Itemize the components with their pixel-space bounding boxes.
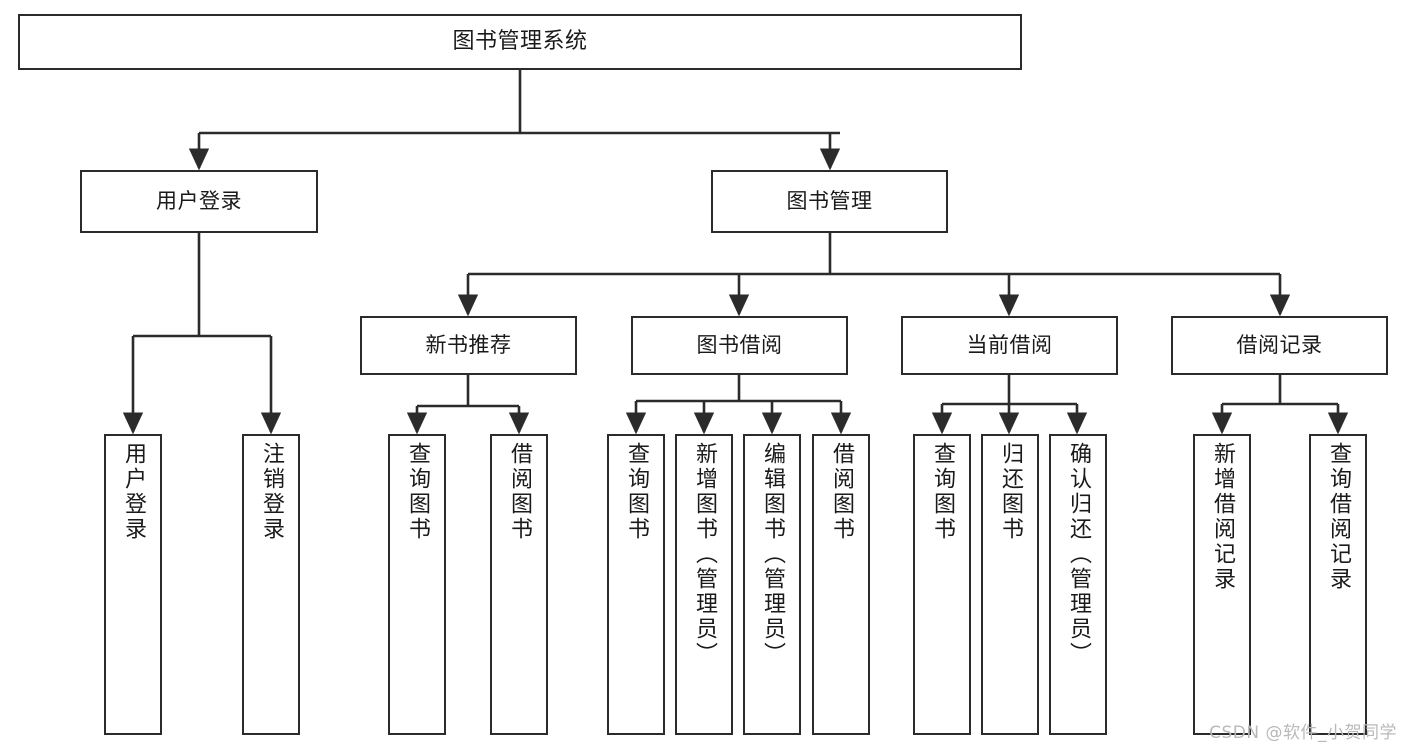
node-leaf-add-book-label: 新增图书（管理员） (692, 442, 717, 667)
node-book-borrow[interactable]: 图书借阅 (631, 316, 848, 375)
node-current-borrow[interactable]: 当前借阅 (901, 316, 1118, 375)
node-leaf-add-record[interactable]: 新增借阅记录 (1193, 434, 1251, 735)
node-borrow-record-label: 借阅记录 (1236, 333, 1323, 358)
node-borrow-record[interactable]: 借阅记录 (1171, 316, 1388, 375)
node-leaf-query-book-3-label: 查询图书 (930, 442, 955, 542)
node-leaf-edit-book-label: 编辑图书（管理员） (760, 442, 785, 667)
csdn-watermark: CSDN @软件_小贺同学 (1209, 723, 1397, 743)
node-user-login[interactable]: 用户登录 (80, 170, 318, 233)
node-leaf-query-book-3[interactable]: 查询图书 (913, 434, 971, 735)
node-book-management[interactable]: 图书管理 (711, 170, 948, 233)
node-leaf-confirm-return-label: 确认归还（管理员） (1066, 442, 1091, 667)
node-leaf-return-book-label: 归还图书 (998, 442, 1023, 542)
node-leaf-query-book-2-label: 查询图书 (624, 442, 649, 542)
node-leaf-logout[interactable]: 注销登录 (242, 434, 300, 735)
node-leaf-user-login[interactable]: 用户登录 (104, 434, 162, 735)
node-leaf-confirm-return[interactable]: 确认归还（管理员） (1049, 434, 1107, 735)
node-leaf-borrow-book-2-label: 借阅图书 (829, 442, 854, 542)
node-leaf-add-record-label: 新增借阅记录 (1210, 442, 1235, 592)
node-leaf-user-login-label: 用户登录 (121, 442, 146, 542)
node-leaf-query-book-1-label: 查询图书 (405, 442, 430, 542)
node-leaf-query-book-1[interactable]: 查询图书 (388, 434, 446, 735)
node-book-management-label: 图书管理 (786, 189, 873, 214)
node-leaf-edit-book[interactable]: 编辑图书（管理员） (743, 434, 801, 735)
node-leaf-query-record-label: 查询借阅记录 (1326, 442, 1351, 592)
node-leaf-add-book[interactable]: 新增图书（管理员） (675, 434, 733, 735)
node-book-borrow-label: 图书借阅 (696, 333, 783, 358)
node-current-borrow-label: 当前借阅 (966, 333, 1053, 358)
node-leaf-query-book-2[interactable]: 查询图书 (607, 434, 665, 735)
node-leaf-borrow-book-1[interactable]: 借阅图书 (490, 434, 548, 735)
node-leaf-borrow-book-1-label: 借阅图书 (507, 442, 532, 542)
node-root-book-management-system[interactable]: 图书管理系统 (18, 14, 1022, 70)
node-new-book-recommend-label: 新书推荐 (425, 333, 512, 358)
node-leaf-return-book[interactable]: 归还图书 (981, 434, 1039, 735)
node-root-label: 图书管理系统 (452, 29, 588, 55)
node-leaf-borrow-book-2[interactable]: 借阅图书 (812, 434, 870, 735)
node-new-book-recommend[interactable]: 新书推荐 (360, 316, 577, 375)
node-user-login-label: 用户登录 (156, 189, 242, 214)
node-leaf-logout-label: 注销登录 (259, 442, 284, 542)
node-leaf-query-record[interactable]: 查询借阅记录 (1309, 434, 1367, 735)
